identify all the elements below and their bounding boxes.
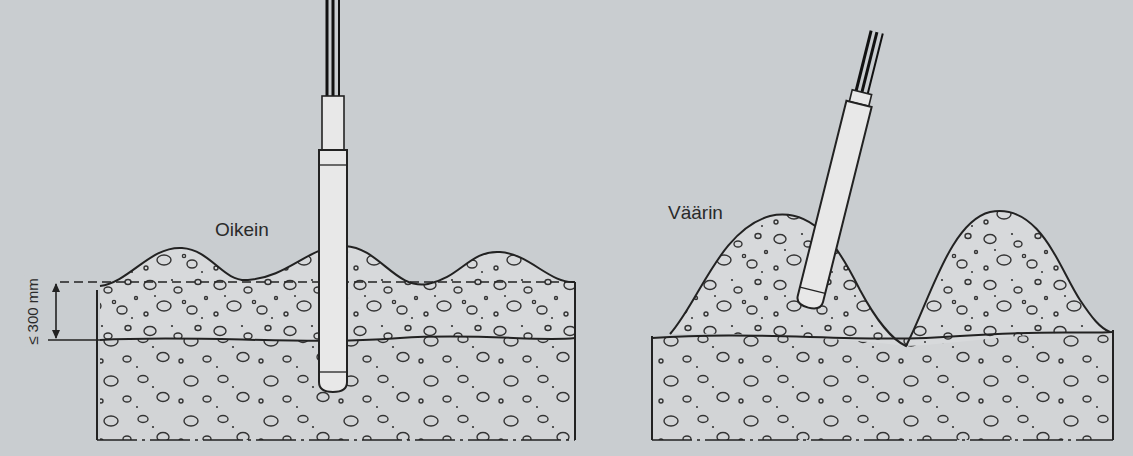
correct-label: Oikein <box>215 220 269 239</box>
correct-panel <box>48 0 575 440</box>
wrong-panel <box>652 29 1113 440</box>
wrong-label: Väärin <box>668 203 723 222</box>
dimension-label: ≤ 300 mm <box>25 276 40 347</box>
